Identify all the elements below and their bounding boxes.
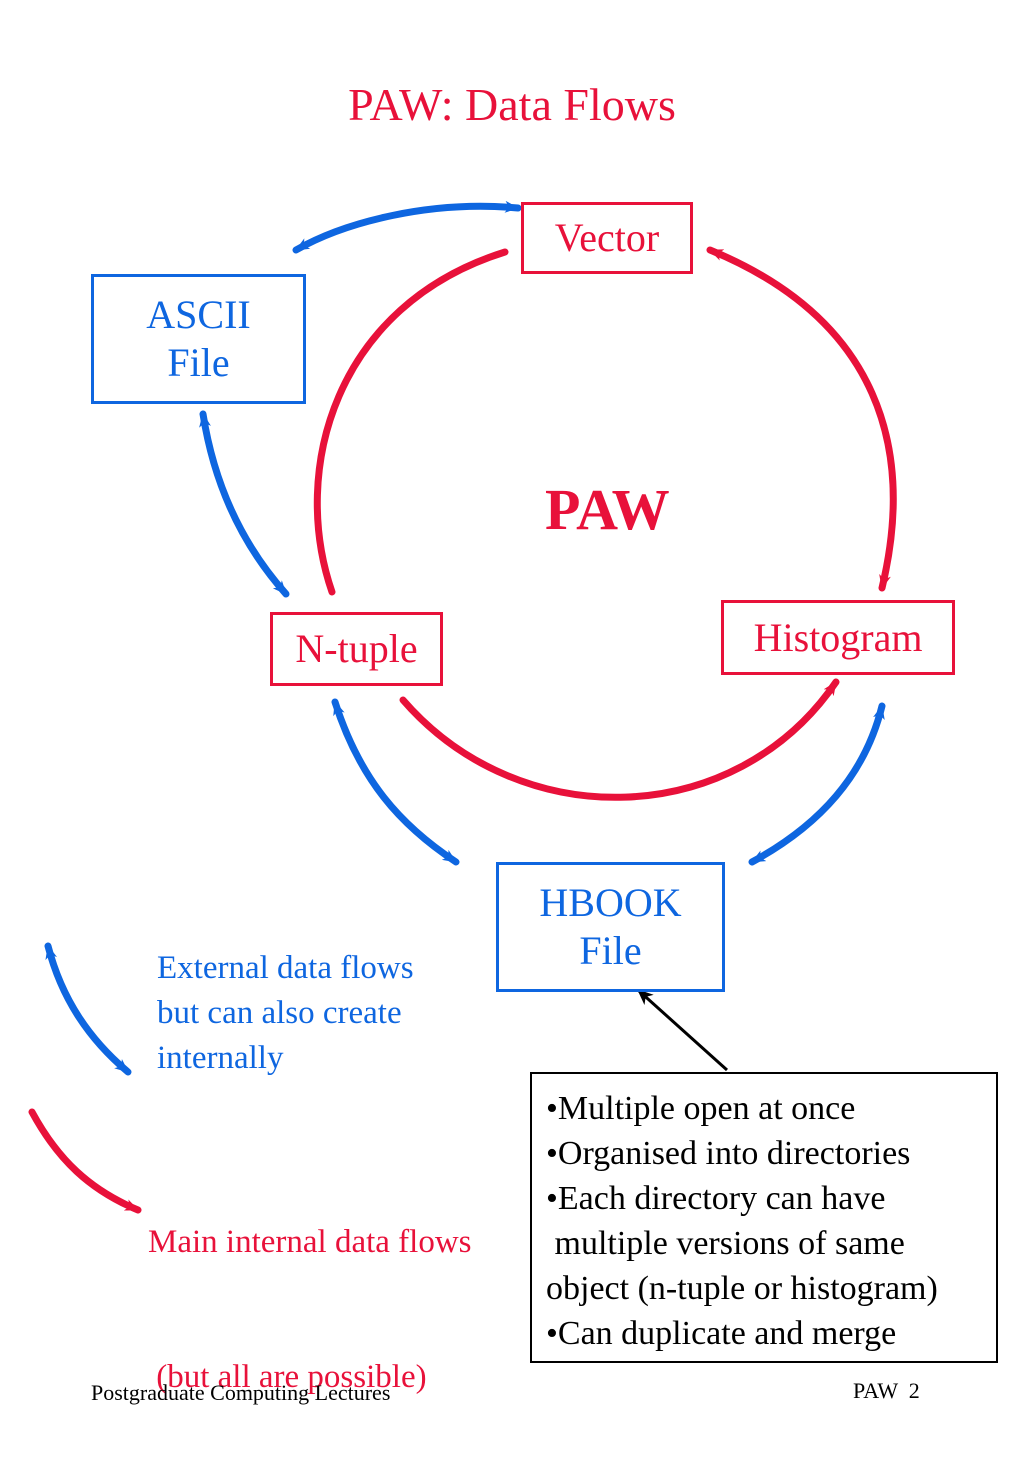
node-hbook-label-1: HBOOK: [539, 880, 682, 925]
note-line: •Organised into directories: [546, 1135, 911, 1172]
footer-left: Postgraduate Computing Lectures: [91, 1380, 391, 1405]
page-title: PAW: Data Flows: [348, 79, 676, 130]
arrow-ascii-vector: [292, 200, 522, 254]
footer-page-number: PAW 2: [853, 1378, 920, 1403]
node-ntuple: N-tuple: [270, 612, 443, 686]
note-pointer-arrow: [636, 988, 729, 1072]
arrow-vector-to-histogram: [706, 246, 897, 592]
node-vector: Vector: [521, 202, 693, 274]
legend-external-line: External data flows: [157, 950, 414, 986]
note-line: •Multiple open at once: [546, 1090, 856, 1127]
node-ascii-label-2: File: [167, 340, 230, 385]
legend-external: External data flows but can also create …: [157, 946, 414, 1081]
legend-arrow-internal: [28, 1108, 142, 1214]
legend-internal: Main internal data flows (but all are po…: [148, 1130, 472, 1445]
note-line: •Each directory can have: [546, 1180, 886, 1217]
node-vector-label: Vector: [554, 215, 660, 260]
center-label: PAW: [545, 477, 670, 542]
hbook-note-box: •Multiple open at once •Organised into d…: [530, 1072, 998, 1363]
node-hbook-label-2: File: [579, 928, 642, 973]
arrow-ntuple-from-vector: [313, 248, 509, 596]
node-hbook-file: HBOOK File: [496, 862, 725, 992]
node-histogram-label: Histogram: [753, 614, 923, 660]
legend-internal-line: Main internal data flows: [148, 1224, 472, 1260]
arrow-ascii-ntuple: [199, 410, 290, 598]
node-ntuple-label: N-tuple: [295, 626, 418, 671]
arrow-ntuple-to-histogram: [399, 678, 840, 801]
arrow-hbook-histogram: [748, 702, 886, 866]
legend-external-line: internally: [157, 1040, 284, 1076]
note-line: multiple versions of same: [546, 1225, 905, 1262]
node-ascii-label-1: ASCII: [146, 292, 251, 337]
legend-arrow-external: [44, 942, 132, 1076]
arrow-ntuple-hbook: [331, 698, 460, 866]
node-histogram: Histogram: [721, 600, 955, 675]
note-line: object (n-tuple or histogram): [546, 1270, 938, 1307]
legend-internal-line: (but all are possible): [148, 1359, 427, 1395]
node-ascii-file: ASCII File: [91, 274, 306, 404]
note-line: •Can duplicate and merge: [546, 1315, 897, 1352]
legend-external-line: but can also create: [157, 995, 402, 1031]
